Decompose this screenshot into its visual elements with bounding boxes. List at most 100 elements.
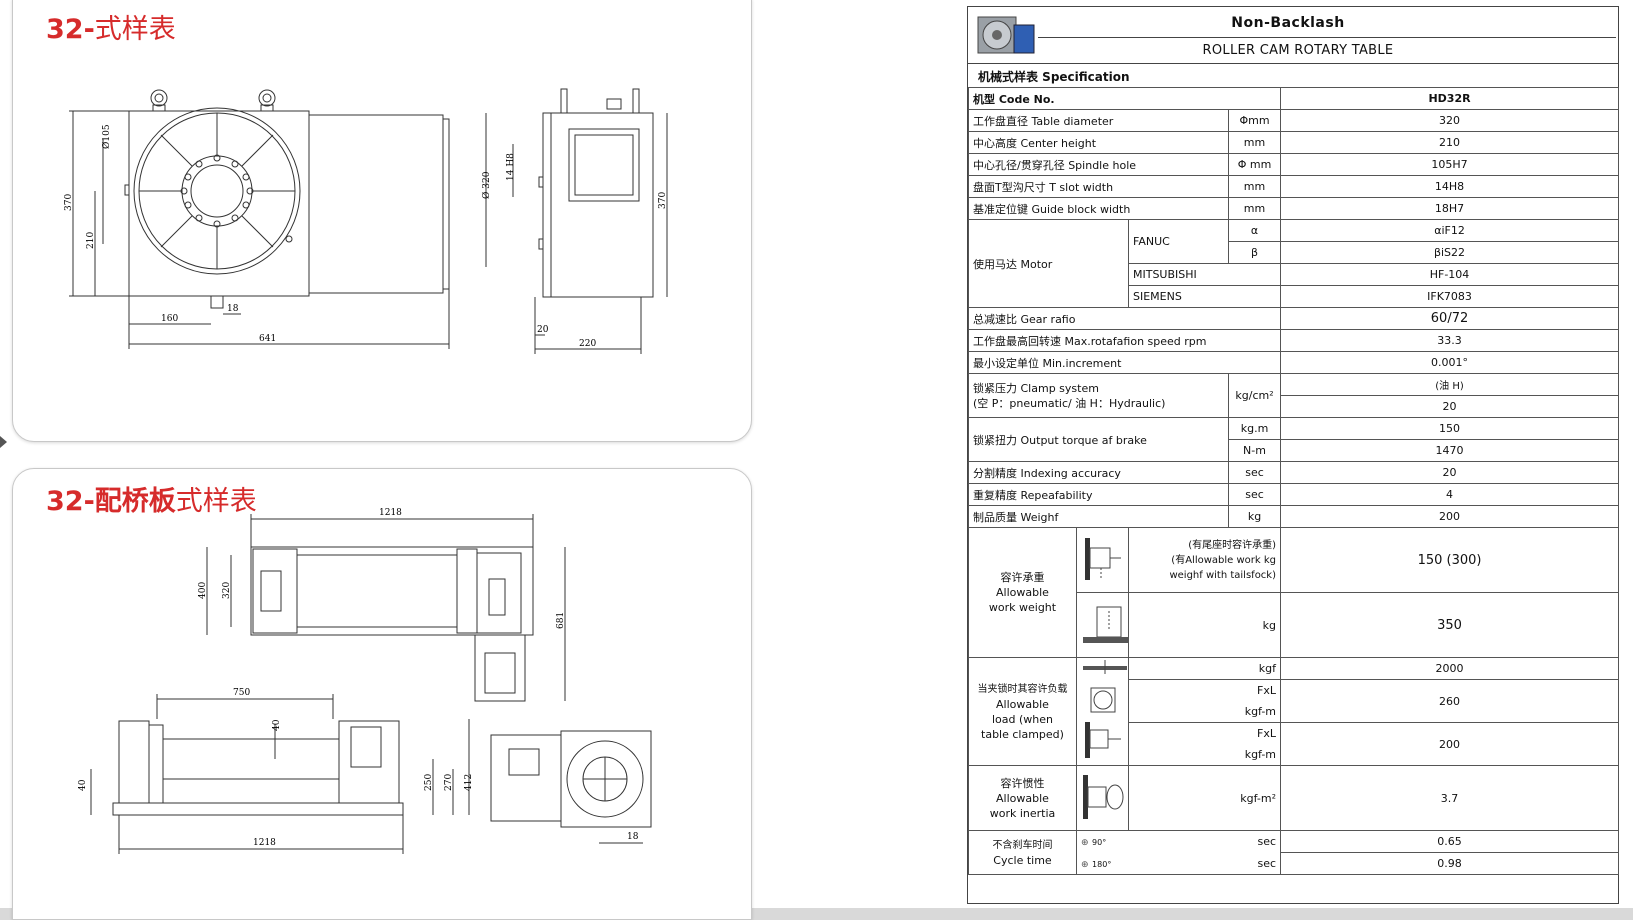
rotary-table-icon [977,16,1035,54]
al-unit1: kgf [1127,657,1282,680]
al-unit4: FxL [1127,722,1282,744]
row-unit: Φ mm [1227,153,1282,176]
ai-unit: kgf-m² [1127,765,1282,831]
dim-250: 250 [424,774,434,791]
al-label-line2: Allowable [996,697,1049,711]
table-row: SIEMENS IFK7083 [969,285,1620,308]
spec-subtitle: ROLLER CAM ROTARY TABLE [1202,43,1394,58]
row-unit: mm [1227,175,1282,198]
dim-d320: Ø 320 [481,171,492,199]
table-row: 中心孔径/贯穿孔径 Spindle hole Φ mm 105H7 [968,153,1620,176]
row-value: 210 [1280,131,1620,154]
index-value: 20 [1280,461,1620,484]
dim-1218a: 1218 [379,508,402,518]
dim-370a: 370 [64,194,74,211]
al-label-line3: load (when [991,712,1053,726]
dim-641: 641 [259,334,276,344]
row-label: 基准定位键 Guide block width [968,197,1229,220]
dim-270: 270 [444,774,454,791]
row-unit: Φmm [1227,109,1282,132]
aw-unit1: kg [1263,554,1277,566]
table-row: 基准定位键 Guide block width mm 18H7 [968,197,1620,220]
aw-note: (有尾座时容许承重) (有Allowable work kg weighf wi… [1127,527,1282,593]
dim-20: 20 [537,325,549,335]
aw-value1: 150 (300) [1280,527,1620,593]
ai-label-line2: Allowable [996,791,1049,805]
minincr-label: 最小设定单位 Min.increment [967,351,1282,374]
table-row: 容许承重 Allowable work weight (有尾座时容许承重) (有… [968,527,1620,658]
al-unit3: kgf-m [1127,701,1282,723]
beta-label: β [1227,241,1282,264]
table-row: 总减速比 Gear rafio 60/72 [967,307,1620,330]
aw-label-line1: 容许承重 [1000,571,1045,584]
table-row: 机型 Code No. HD32R [967,87,1620,110]
torque-value2: 1470 [1280,439,1620,462]
table-row: 容许惯性 Allowable work inertia kgf-m² 3.7 [968,765,1620,831]
bridge-plate-drawing: 1218 400 320 681 750 40 40 250 270 412 1… [78,508,652,854]
tailstock-load-icon [1084,537,1121,580]
row-value: 320 [1280,109,1620,132]
dim-40b: 40 [78,779,88,791]
aw-value2: 350 [1280,592,1620,658]
rotary-table-drawing: Ø105 370 210 160 18 641 Ø 320 14 H8 370 … [64,88,668,354]
table-row: 盘面T型沟尺寸 T slot width mm 14H8 [968,175,1620,198]
vertical-load-icon [1083,606,1128,643]
alpha-label: α [1227,219,1282,242]
model-value: HD32R [1280,87,1620,110]
load-icons-cell [1076,657,1129,766]
aw-note-line1: (有尾座时容许承重) [1188,539,1277,551]
dim-18-bridge: 18 [627,832,639,842]
page-toggle-arrow[interactable] [0,436,7,448]
dim-750: 750 [233,688,250,698]
rotate-180-icon: ⊕ [1081,859,1089,870]
page-left: 32-式样表 [0,0,840,920]
dim-210: 210 [86,232,96,249]
dim-14h8: 14 H8 [506,153,516,181]
dim-160: 160 [161,314,178,324]
header-bottom-line [968,63,1618,64]
ct-label: 不含刹车时间 Cycle time [968,830,1077,875]
ct-deg1: 90° [1092,838,1107,848]
table-row: 锁紧扭力 Output torque af brake kg.m 150 [968,417,1620,462]
row-label: 盘面T型沟尺寸 T slot width [968,175,1229,198]
table-row: 中心高度 Center height mm 210 [968,131,1620,154]
header-divider [1038,37,1616,38]
dim-220: 220 [579,339,596,349]
siemens-value: IFK7083 [1280,285,1620,308]
aw-note-line3: weighf with tailsfock) [1169,569,1277,581]
clamp-label-line1: 锁紧压力 Clamp system [973,381,1099,395]
table-row: 锁紧压力 Clamp system (空 P：pneumatic/ 油 H：Hy… [968,373,1620,418]
dim-18: 18 [227,304,239,314]
dim-412: 412 [464,774,474,791]
tailstock-icon-cell [1076,527,1129,593]
ai-label-line3: work inertia [989,806,1056,820]
section2-title-bold: 32-配桥板 [46,486,176,517]
weight-value: 200 [1280,505,1620,528]
table-row: kg 350 [969,592,1620,658]
inertia-icon [1083,774,1124,819]
weight-unit: kg [1227,505,1282,528]
mitsubishi-value: HF-104 [1280,263,1620,286]
motor-label: 使用马达 Motor [968,219,1129,308]
al-value3: 200 [1280,722,1620,766]
dim-d105: Ø105 [101,124,112,149]
row-unit: mm [1227,197,1282,220]
clamp-label: 锁紧压力 Clamp system (空 P：pneumatic/ 油 H：Hy… [968,373,1229,418]
table-row: 分割精度 Indexing accuracy sec 20 [968,461,1620,484]
alpha-value: αiF12 [1280,219,1620,242]
ct-deg2: 180° [1092,859,1112,869]
aw-label: 容许承重 Allowable work weight [968,527,1077,658]
spec-title: Non-Backlash [1231,15,1345,31]
gear-label: 总减速比 Gear rafio [967,307,1282,330]
ct-row2: ⊕ 180° sec [1075,852,1282,875]
torque-unit2: N-m [1227,439,1282,462]
spec-sheet: Non-Backlash ROLLER CAM ROTARY TABLE 机械式… [967,6,1620,904]
ct-label-line2: Cycle time [993,853,1052,867]
row-value: 14H8 [1280,175,1620,198]
siemens-label: SIEMENS [1127,285,1282,308]
fanuc-label: FANUC [1128,219,1229,264]
ai-label-line1: 容许惯性 [1000,776,1045,790]
section1-title-normal: 式样表 [94,14,176,45]
row-label: 中心孔径/贯穿孔径 Spindle hole [968,153,1229,176]
repeat-label: 重复精度 Repeafability [968,483,1229,506]
